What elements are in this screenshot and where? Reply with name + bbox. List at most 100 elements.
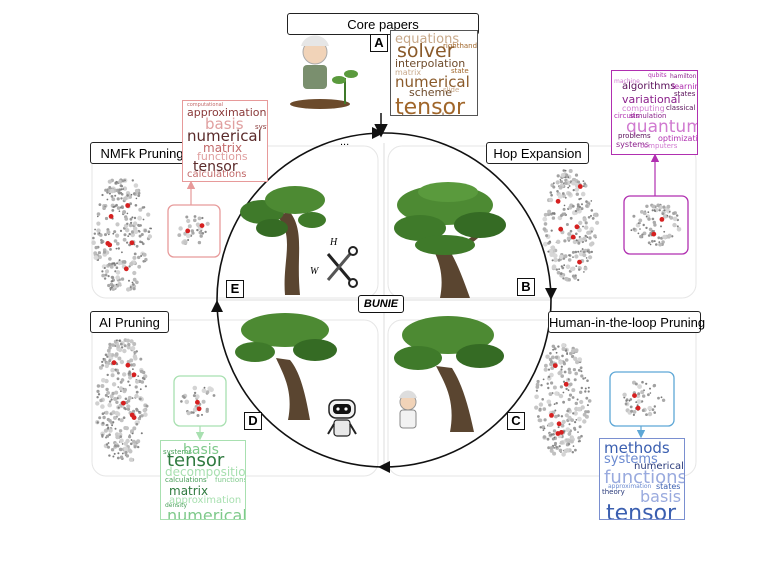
graph-node <box>113 230 117 234</box>
graph-node <box>126 287 131 292</box>
graph-node <box>110 195 114 198</box>
graph-node <box>132 368 134 370</box>
graph-node <box>111 382 117 387</box>
graph-node <box>583 182 587 186</box>
graph-node <box>574 173 579 177</box>
graph-node <box>546 382 549 385</box>
graph-node <box>582 250 586 254</box>
graph-node <box>140 380 145 384</box>
graph-node <box>123 387 127 392</box>
graph-node <box>143 377 146 381</box>
graph-node <box>102 206 106 210</box>
graph-node <box>637 384 642 389</box>
graph-node <box>538 402 544 407</box>
graph-node <box>540 384 543 387</box>
graph-node <box>586 259 589 263</box>
graph-node <box>570 418 574 422</box>
wordcloud-word: basis <box>205 114 244 133</box>
wordcloud-word: numerical <box>395 72 470 91</box>
wordcloud-word: circuits <box>614 112 640 121</box>
graph-node-core <box>635 405 641 411</box>
graph-node <box>632 410 637 414</box>
graph-node <box>550 245 556 250</box>
graph-node <box>107 445 110 449</box>
graph-node <box>137 255 141 260</box>
graph-node <box>647 217 651 221</box>
graph-node <box>186 411 191 416</box>
graph-node <box>656 203 660 208</box>
graph-node <box>111 284 115 288</box>
graph-node <box>107 396 110 398</box>
graph-node <box>580 191 586 197</box>
graph-node <box>196 223 201 228</box>
graph-node <box>637 232 640 235</box>
graph-node <box>549 448 554 453</box>
graph-node <box>660 396 663 399</box>
wordcloud-word: basis <box>183 441 219 458</box>
graph-node <box>585 200 588 203</box>
graph-node <box>641 380 644 384</box>
graph-node <box>563 370 567 374</box>
graph-node <box>121 251 123 254</box>
graph-node <box>588 242 594 247</box>
graph-node <box>129 261 134 267</box>
graph-node <box>122 372 127 377</box>
graph-node <box>568 185 571 187</box>
graph-node <box>196 228 199 232</box>
graph-node-core <box>577 184 583 189</box>
graph-node <box>580 386 583 390</box>
graph-node <box>591 217 595 220</box>
graph-node <box>131 432 134 435</box>
graph-node <box>636 399 642 404</box>
graph-node <box>197 216 202 221</box>
graph-node <box>106 373 109 377</box>
graph-node <box>632 227 636 231</box>
graph-node <box>651 204 656 209</box>
graph-node <box>102 357 105 360</box>
graph-node <box>587 386 590 389</box>
graph-node <box>102 415 106 420</box>
wordcloud-word: algorithms <box>622 80 676 92</box>
graph-node <box>557 194 563 199</box>
graph-node <box>114 368 117 371</box>
graph-node <box>108 192 111 195</box>
graph-node <box>566 409 569 413</box>
graph-node <box>111 410 116 415</box>
graph-node <box>132 363 136 367</box>
wordcloud-word: numerical <box>167 506 246 520</box>
graph-node <box>564 358 569 362</box>
wordcloud-word: numerical <box>634 461 684 473</box>
graph-node <box>550 381 554 385</box>
graph-node <box>534 394 539 400</box>
graph-node <box>98 203 102 207</box>
graph-node <box>105 443 109 446</box>
graph-node <box>567 258 572 262</box>
graph-node <box>128 232 131 236</box>
wordcloud-word: variational <box>622 93 681 107</box>
graph-node-core <box>105 241 111 246</box>
graph-node <box>639 228 641 230</box>
graph-node <box>554 409 557 412</box>
cycle-arrow-a <box>372 127 384 139</box>
graph-node <box>558 393 564 399</box>
graph-node <box>547 241 551 245</box>
graph-node <box>106 355 109 358</box>
graph-node <box>559 179 562 181</box>
graph-node <box>116 262 118 265</box>
graph-node <box>565 264 571 270</box>
graph-node <box>576 406 582 412</box>
graph-node <box>560 374 564 378</box>
graph-node <box>107 262 112 266</box>
graph-node <box>97 393 101 396</box>
graph-node <box>124 397 128 401</box>
graph-node <box>109 248 112 251</box>
graph-node <box>129 286 132 288</box>
graph-node <box>558 448 563 453</box>
graph-node <box>110 398 113 401</box>
graph-node <box>647 411 653 417</box>
graph-node <box>126 194 129 197</box>
graph-node <box>582 377 585 380</box>
graph-node <box>555 446 558 449</box>
graph-node <box>586 236 589 239</box>
